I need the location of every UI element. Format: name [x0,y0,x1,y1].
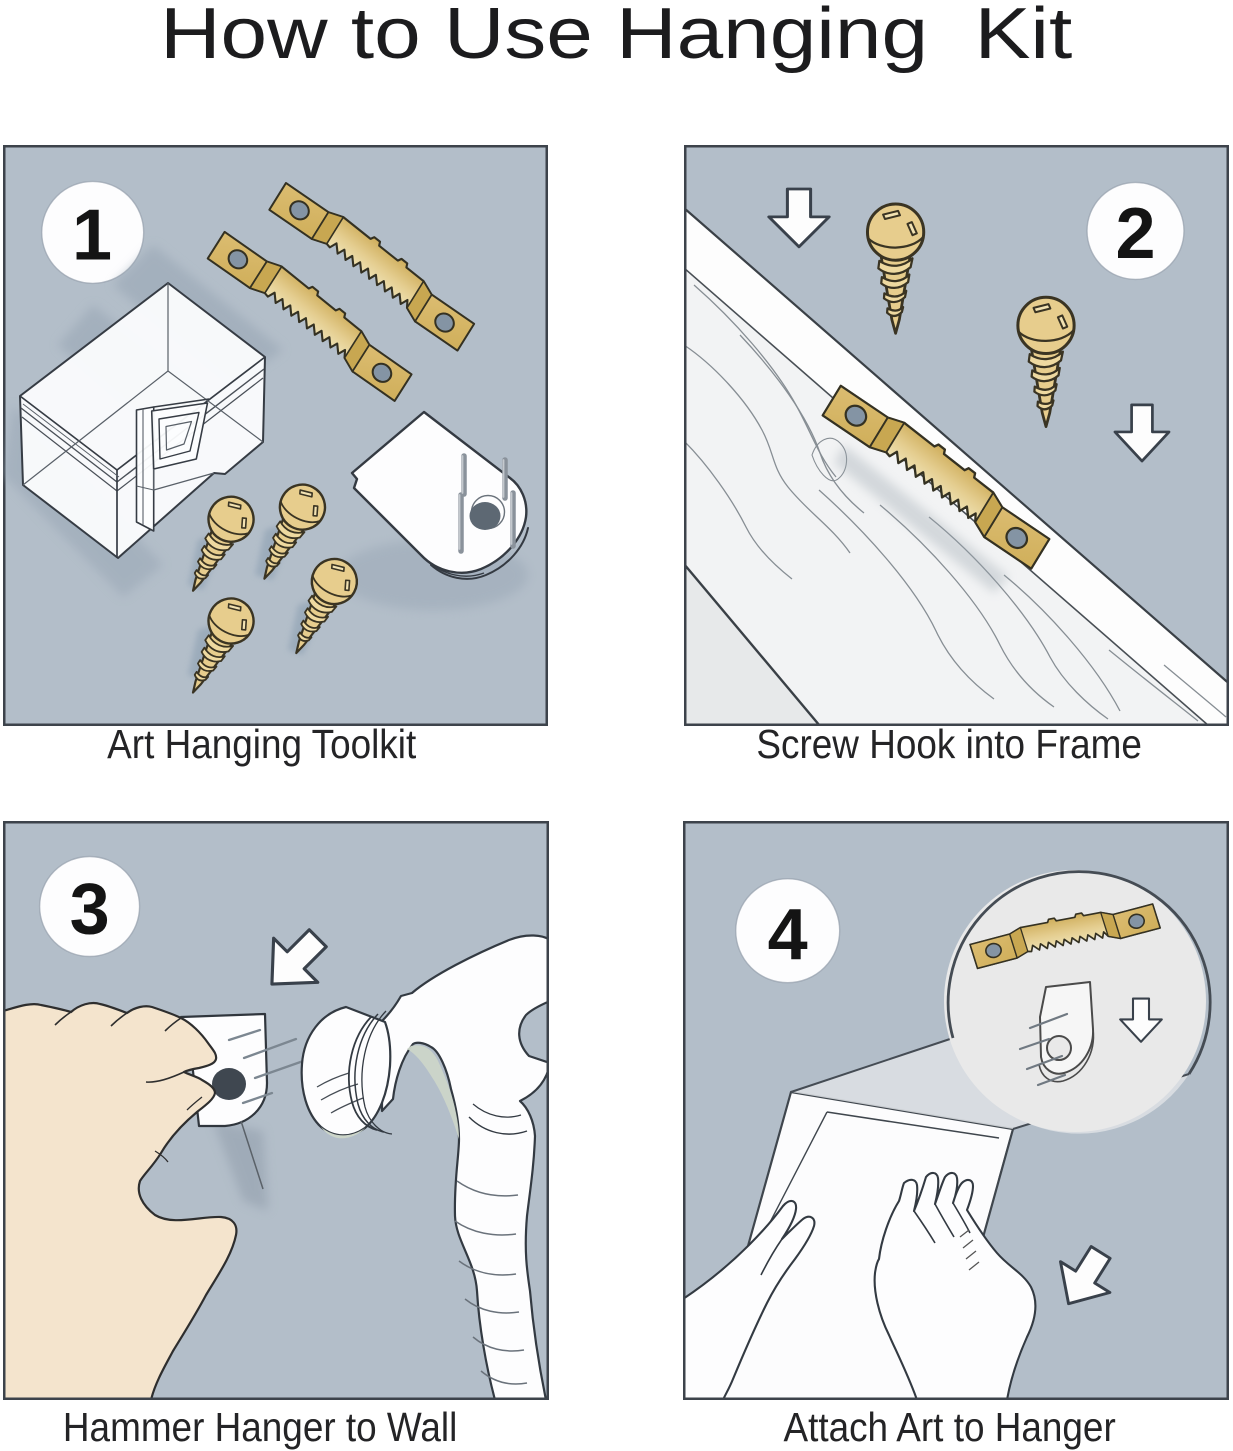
svg-text:4: 4 [768,895,808,975]
svg-text:2: 2 [1115,194,1155,274]
svg-text:3: 3 [70,870,110,950]
svg-text:1: 1 [72,196,112,276]
